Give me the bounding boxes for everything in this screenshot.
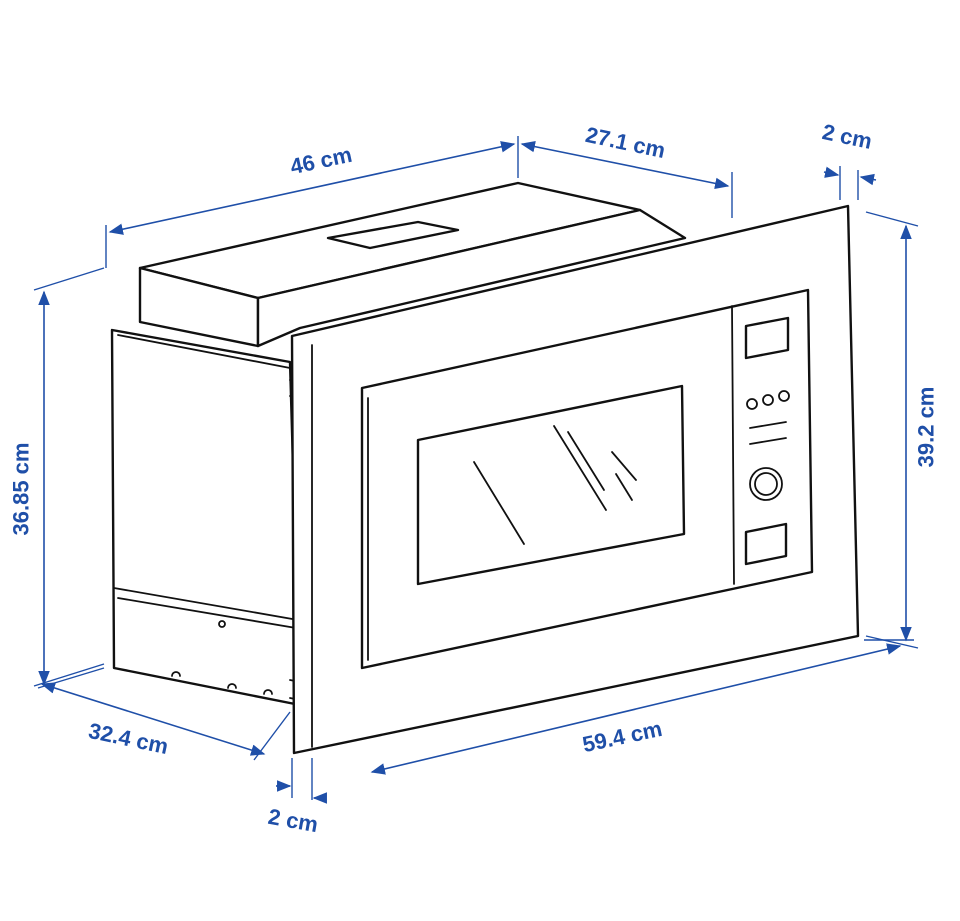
button-2 [762, 394, 774, 406]
door-window [416, 384, 686, 586]
control-knob [749, 467, 783, 501]
display-top [744, 316, 790, 360]
side-body [110, 328, 302, 707]
label-height-total: 39.2 cm [913, 386, 939, 468]
button-1 [746, 398, 758, 410]
microwave-body [110, 181, 860, 755]
display-bottom [744, 522, 788, 566]
dimension-lines [33, 136, 919, 804]
control-panel [731, 305, 735, 585]
label-height-body: 36.85 cm [8, 442, 34, 536]
top-housing-right [256, 208, 687, 348]
button-3 [778, 390, 790, 402]
